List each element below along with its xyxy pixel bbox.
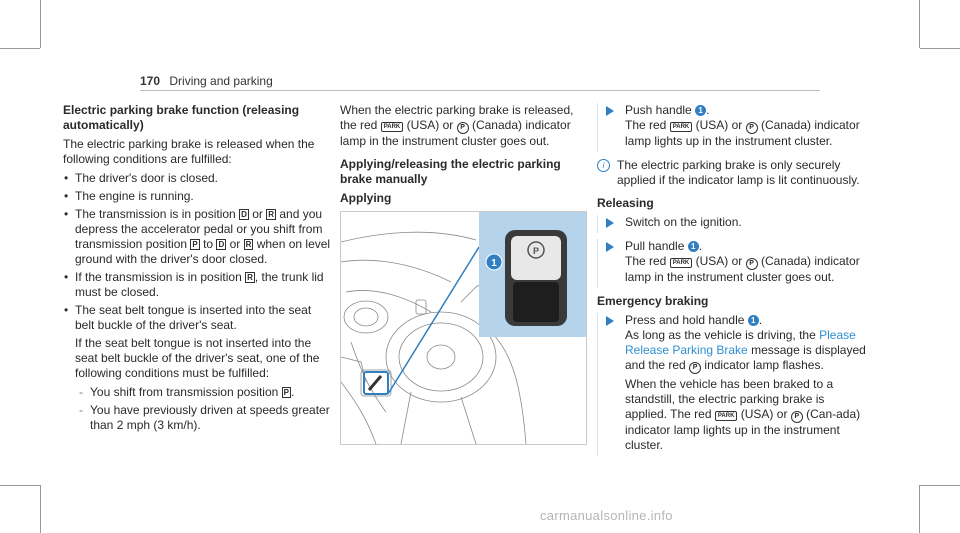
- sub-paragraph: If the seat belt tongue is not inserted …: [75, 336, 320, 380]
- park-canada-icon: P: [790, 411, 803, 423]
- list-item: The transmission is in position D or R a…: [63, 207, 333, 267]
- info-icon: i: [597, 159, 610, 172]
- crop-mark: [0, 485, 40, 486]
- callout-1-icon: 1: [747, 315, 759, 326]
- step-arrow-icon: [606, 218, 614, 228]
- gear-p-symbol: P: [190, 239, 200, 250]
- display-message: Please Release Parking Brake: [625, 328, 856, 357]
- gear-r-symbol: R: [245, 272, 255, 283]
- gear-d-symbol: D: [216, 239, 227, 250]
- list-item: You have previously driven at speeds gre…: [75, 403, 333, 433]
- gear-d-symbol: D: [239, 209, 249, 220]
- list-item: If the transmission is in position R, th…: [63, 270, 333, 300]
- list-item: The seat belt tongue is inserted into th…: [63, 303, 333, 433]
- crop-mark: [919, 485, 920, 533]
- watermark: carmanualsonline.info: [540, 508, 673, 523]
- park-canada-icon: P: [745, 122, 758, 134]
- cockpit-drawing: P 1: [341, 212, 586, 444]
- crop-mark: [0, 48, 40, 49]
- intro-text: The electric parking brake is released w…: [63, 137, 315, 166]
- sub-conditions-list: You shift from transmission position P. …: [75, 385, 333, 433]
- park-canada-icon: P: [745, 258, 758, 270]
- section-heading: Electric parking brake function (releasi…: [63, 103, 300, 132]
- info-note: i The electric parking brake is only sec…: [597, 158, 867, 188]
- crop-mark: [920, 48, 960, 49]
- column-right: Push handle 1. The red PARK (USA) or P (…: [597, 103, 867, 462]
- gear-r-symbol: R: [243, 239, 254, 250]
- park-usa-icon: PARK: [714, 411, 738, 421]
- gear-r-symbol: R: [266, 209, 276, 220]
- page-number: 170: [140, 74, 161, 88]
- list-item: The driver's door is closed.: [63, 171, 333, 186]
- step-ignition: Switch on the ignition.: [597, 215, 867, 233]
- callout-1: 1: [491, 258, 497, 269]
- park-usa-icon: PARK: [380, 122, 404, 132]
- svg-text:P: P: [533, 246, 539, 256]
- park-usa-icon: PARK: [669, 258, 693, 268]
- step-arrow-icon: [606, 106, 614, 116]
- crop-mark: [920, 485, 960, 486]
- subheading-applying: Applying: [340, 191, 392, 205]
- page-header: 170 Driving and parking: [140, 74, 273, 89]
- park-usa-icon: PARK: [669, 122, 693, 132]
- callout-1-icon: 1: [695, 105, 707, 116]
- parking-brake-illustration: P 1: [340, 211, 587, 445]
- conditions-list: The driver's door is closed. The engine …: [63, 171, 333, 433]
- crop-mark: [40, 485, 41, 533]
- subheading-releasing: Releasing: [597, 196, 654, 210]
- release-paragraph: When the electric parking brake is relea…: [340, 103, 574, 148]
- step-emergency: Press and hold handle 1. As long as the …: [597, 313, 867, 456]
- column-left: Electric parking brake function (releasi…: [63, 103, 333, 436]
- list-item: The engine is running.: [63, 189, 333, 204]
- step-arrow-icon: [606, 316, 614, 326]
- list-item: You shift from transmission position P.: [75, 385, 333, 400]
- step-pull-handle: Pull handle 1. The red PARK (USA) or P (…: [597, 239, 867, 288]
- gear-p-symbol: P: [281, 387, 291, 398]
- section-heading: Applying/releasing the electric parking …: [340, 157, 561, 186]
- subheading-emergency: Emergency braking: [597, 294, 709, 308]
- park-canada-icon: P: [689, 362, 702, 374]
- column-middle: When the electric parking brake is relea…: [340, 103, 586, 210]
- header-divider: [140, 90, 820, 91]
- callout-1-icon: 1: [687, 241, 699, 252]
- step-push-handle: Push handle 1. The red PARK (USA) or P (…: [597, 103, 867, 152]
- step-arrow-icon: [606, 242, 614, 252]
- crop-mark: [919, 0, 920, 48]
- park-canada-icon: P: [456, 122, 469, 134]
- section-title: Driving and parking: [169, 74, 273, 88]
- crop-mark: [40, 0, 41, 48]
